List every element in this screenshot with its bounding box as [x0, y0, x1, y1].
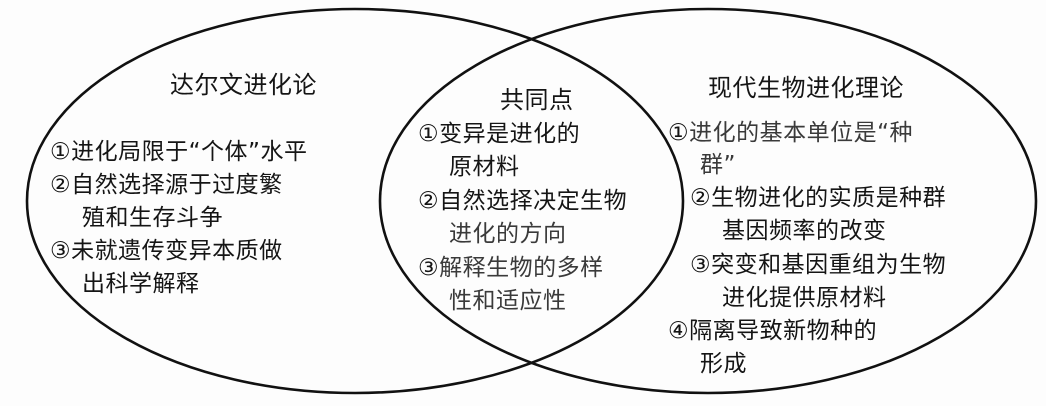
left-item-2-cont: 殖和生存斗争	[82, 205, 223, 231]
middle-item-3-cont: 性和适应性	[449, 288, 567, 314]
item-number: ①	[418, 121, 440, 147]
middle-title: 共同点	[500, 86, 574, 114]
right-ellipse	[378, 7, 1038, 395]
item-number: ④	[668, 318, 690, 344]
right-item-1: ①进化的基本单位是“种	[668, 119, 913, 147]
right-item-3-cont: 进化提供原材料	[722, 285, 887, 311]
item-text: 变异是进化的	[439, 121, 581, 147]
item-number: ②	[690, 185, 712, 211]
item-number: ②	[50, 172, 72, 198]
item-text: 未就遗传变异本质做	[71, 238, 283, 264]
item-text: 自然选择源于过度繁	[71, 172, 283, 198]
middle-item-1: ①变异是进化的	[418, 120, 580, 148]
left-title: 达尔文进化论	[170, 71, 317, 99]
middle-item-2-cont: 进化的方向	[449, 221, 567, 247]
left-item-3-cont: 出科学解释	[82, 271, 200, 297]
item-number: ③	[418, 255, 440, 281]
middle-item-1-cont: 原材料	[449, 154, 520, 180]
left-item-2: ②自然选择源于过度繁	[50, 171, 283, 199]
right-item-2-cont: 基因频率的改变	[722, 218, 887, 244]
left-item-1: ①进化局限于“个体”水平	[50, 138, 307, 166]
middle-item-2: ②自然选择决定生物	[418, 187, 627, 215]
right-title: 现代生物进化理论	[708, 74, 904, 102]
item-number: ①	[50, 139, 72, 165]
right-item-2: ②生物进化的实质是种群	[690, 184, 946, 212]
right-item-4: ④隔离导致新物种的	[668, 317, 877, 345]
item-text: 隔离导致新物种的	[689, 318, 878, 344]
right-item-4-cont: 形成	[700, 351, 747, 377]
left-ellipse	[25, 7, 685, 395]
item-number: ①	[668, 120, 690, 146]
item-text: 进化的基本单位是“种	[689, 120, 914, 146]
item-text: 解释生物的多样	[439, 255, 604, 281]
item-text: 生物进化的实质是种群	[711, 185, 947, 211]
left-item-3: ③未就遗传变异本质做	[50, 237, 283, 265]
item-text: 进化局限于“个体”水平	[71, 139, 308, 165]
middle-item-3: ③解释生物的多样	[418, 254, 604, 282]
item-text: 突变和基因重组为生物	[711, 252, 947, 278]
item-number: ③	[50, 238, 72, 264]
item-number: ②	[418, 188, 440, 214]
right-item-3: ③突变和基因重组为生物	[690, 251, 946, 279]
right-item-1-cont: 群”	[700, 152, 736, 178]
item-number: ③	[690, 252, 712, 278]
item-text: 自然选择决定生物	[439, 188, 628, 214]
